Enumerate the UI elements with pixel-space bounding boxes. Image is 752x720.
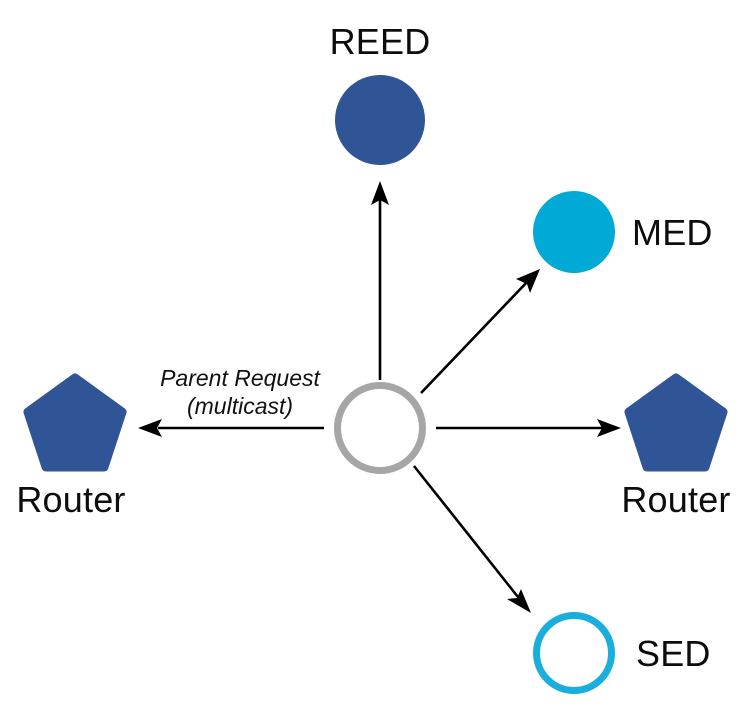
edge-line-med <box>420 280 529 394</box>
node-reed[interactable]: REED <box>330 21 431 165</box>
reed-circle-icon[interactable] <box>335 75 425 165</box>
sed-circle-icon[interactable] <box>533 612 615 694</box>
edge-to-med <box>420 269 540 394</box>
reed-label: REED <box>330 21 431 62</box>
node-joining-device[interactable] <box>334 382 426 474</box>
arrow-head-router-left <box>138 419 162 437</box>
arrow-head-reed <box>371 181 389 205</box>
edge-to-router-right <box>436 419 621 437</box>
edge-to-router-left <box>138 419 324 437</box>
med-circle-icon[interactable] <box>533 191 615 273</box>
router-left-label: Router <box>16 479 125 520</box>
arrow-head-router-right <box>597 419 621 437</box>
edge-to-reed <box>371 181 389 380</box>
edge-label-line1: Parent Request <box>160 365 321 391</box>
edge-label-parent-request: Parent Request (multicast) <box>160 365 321 419</box>
node-router-right[interactable]: Router <box>621 373 730 520</box>
arrow-head-sed <box>507 589 531 613</box>
router-right-label: Router <box>621 479 730 520</box>
node-sed[interactable]: SED <box>533 612 711 694</box>
edge-label-line2: (multicast) <box>187 393 293 419</box>
edge-line-sed <box>412 465 520 598</box>
med-label: MED <box>632 212 713 253</box>
router-left-pentagon-icon[interactable] <box>23 373 127 472</box>
node-router-left[interactable]: Router <box>16 373 127 520</box>
edge-to-sed <box>412 465 531 613</box>
joining-device-circle-icon[interactable] <box>334 382 426 474</box>
sed-label: SED <box>636 633 711 674</box>
arrow-head-med <box>516 269 540 293</box>
router-right-pentagon-icon[interactable] <box>624 373 728 472</box>
node-med[interactable]: MED <box>533 191 713 273</box>
